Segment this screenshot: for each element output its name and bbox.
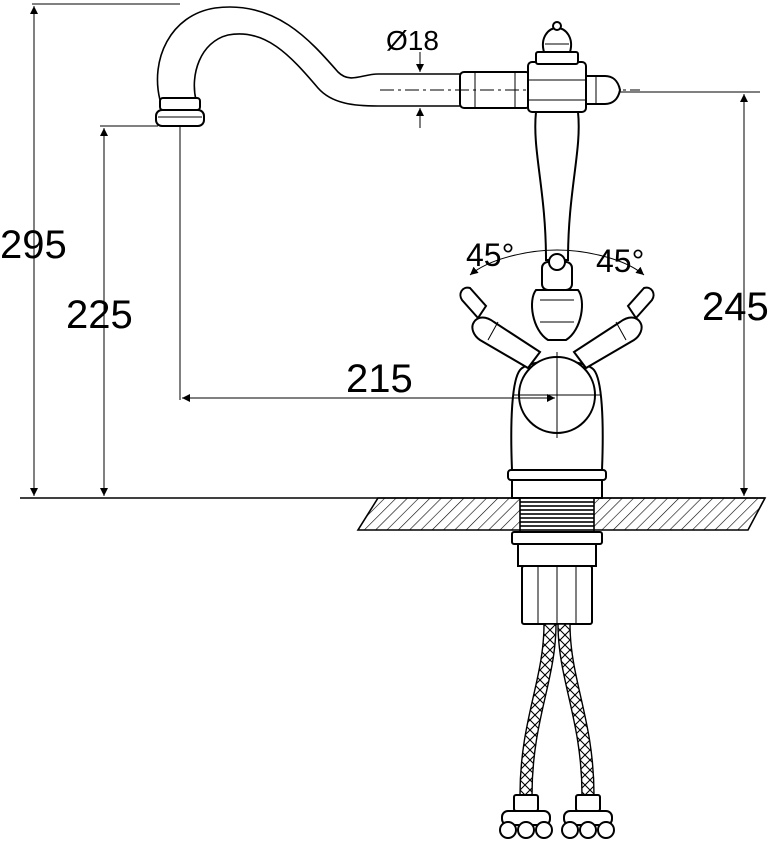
dim-body-height: 245 [702, 285, 769, 329]
faucet-head [527, 21, 622, 113]
countertop [20, 497, 767, 531]
handle-right [572, 286, 655, 370]
dimension-lines [30, 3, 760, 496]
dim-spout-height: 225 [66, 293, 133, 337]
dim-spout-diameter: Ø18 [386, 25, 439, 56]
spout [155, 6, 640, 127]
mounting-shank [511, 497, 603, 625]
angle-arcs [469, 249, 645, 276]
dim-total-height: 295 [0, 223, 67, 267]
hose-end-left [499, 794, 553, 839]
dim-spout-reach: 215 [346, 357, 413, 401]
hose-end-right [561, 794, 615, 839]
handle-left [459, 286, 542, 370]
faucet-body [507, 111, 607, 499]
supply-hoses [499, 623, 615, 839]
dim-angle-right: 45° [596, 243, 644, 279]
dim-angle-left: 45° [466, 237, 514, 273]
